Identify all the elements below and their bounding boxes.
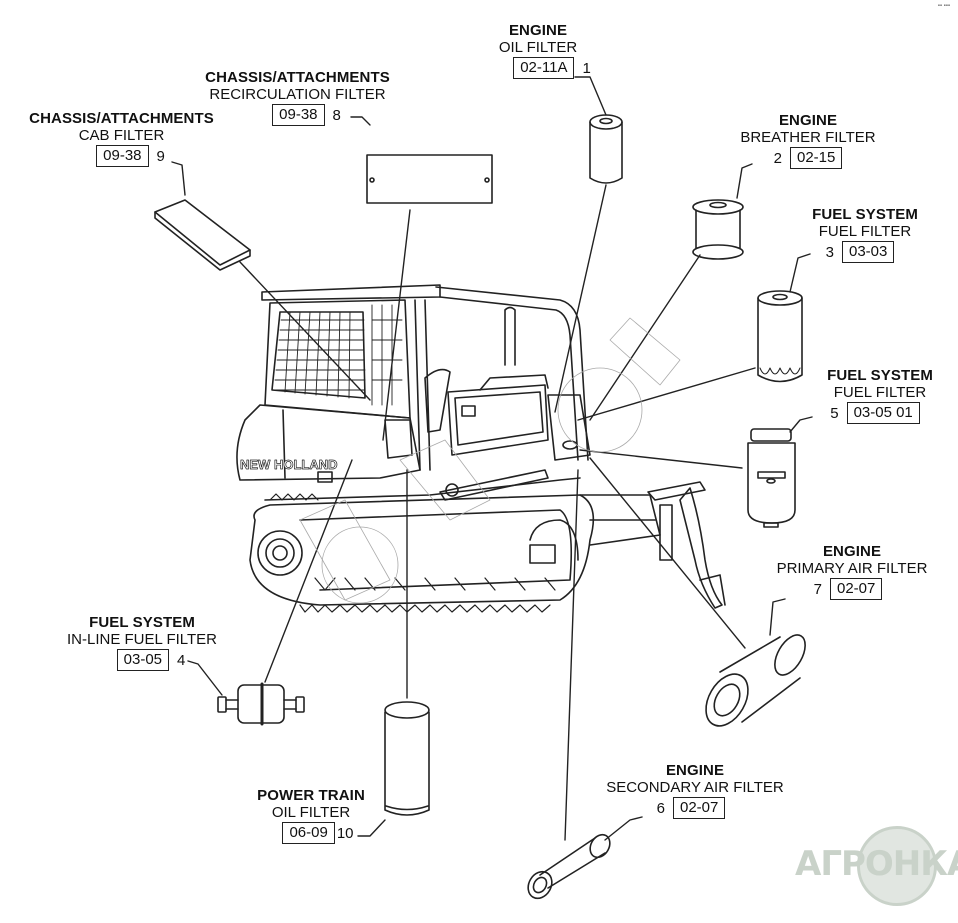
fuel-filter-part[interactable] xyxy=(757,290,803,383)
inline-fuel-filter-part[interactable] xyxy=(217,682,305,726)
logo-text: АГРОНКА xyxy=(795,844,958,884)
dozer-body: NEW HOLLAND xyxy=(236,284,726,613)
logo-circle-icon xyxy=(857,826,937,906)
callout-name: BREATHER FILTER xyxy=(740,129,876,146)
item-number: 3 xyxy=(825,243,834,261)
callout-system: POWER TRAIN xyxy=(257,787,365,804)
reference-number-box[interactable]: 09-38 xyxy=(96,145,149,167)
callout-name: OIL FILTER xyxy=(498,39,578,56)
callout-name: OIL FILTER xyxy=(271,804,351,821)
callout-name: FUEL FILTER xyxy=(818,223,912,240)
callout-system: FUEL SYSTEM xyxy=(89,614,195,631)
callout-chassis-recirculation-filter: CHASSIS/ATTACHMENTS RECIRCULATION FILTER… xyxy=(190,69,405,126)
item-number: 8 xyxy=(332,106,341,124)
reference-number-box[interactable]: 02-07 xyxy=(829,578,883,600)
item-number: 7 xyxy=(813,580,822,598)
callout-engine-secondary-air-filter: ENGINE SECONDARY AIR FILTER 6 02-07 xyxy=(590,762,800,819)
reference-number-box[interactable]: 03-05 xyxy=(116,649,170,671)
callout-system: ENGINE xyxy=(665,762,725,779)
brand-decal: NEW HOLLAND xyxy=(240,457,338,472)
item-number: 10 xyxy=(336,824,354,842)
item-number: 1 xyxy=(582,59,591,77)
callout-system: FUEL SYSTEM xyxy=(812,206,918,223)
callout-engine-oil-filter: ENGINE OIL FILTER 02-11A 1 xyxy=(478,22,598,79)
item-number: 9 xyxy=(156,147,165,165)
track-grousers xyxy=(269,493,556,613)
leader-lines xyxy=(171,76,813,841)
callout-name: IN-LINE FUEL FILTER xyxy=(66,631,218,648)
cab-filter-part[interactable] xyxy=(154,199,251,271)
callout-name: FUEL FILTER xyxy=(833,384,927,401)
callout-name: CAB FILTER xyxy=(78,127,165,144)
item-number: 2 xyxy=(773,149,782,167)
item-number: 4 xyxy=(177,651,186,669)
callout-system: CHASSIS/ATTACHMENTS xyxy=(205,69,390,86)
callout-chassis-cab-filter: CHASSIS/ATTACHMENTS CAB FILTER 09-38 9 xyxy=(14,110,229,167)
recirculation-filter-part[interactable] xyxy=(366,154,493,204)
reference-number-box[interactable]: 03-03 xyxy=(841,241,895,263)
watermark-logo: АГРОНКА xyxy=(795,826,958,906)
breather-filter-part[interactable] xyxy=(692,199,744,260)
watermark-overlay xyxy=(299,317,681,604)
fuel-filter-bowl-part[interactable] xyxy=(747,428,796,528)
callout-fuel-system-inline-fuel-filter: FUEL SYSTEM IN-LINE FUEL FILTER 03-05 4 xyxy=(52,614,232,671)
reference-number-box[interactable]: 03-05 01 xyxy=(846,402,920,424)
callout-engine-breather-filter: ENGINE BREATHER FILTER 2 02-15 xyxy=(728,112,888,169)
power-train-oil-filter-part[interactable] xyxy=(384,701,430,816)
item-number: 6 xyxy=(656,799,665,817)
callout-system: CHASSIS/ATTACHMENTS xyxy=(29,110,214,127)
reference-number-box[interactable]: 02-11A xyxy=(513,57,575,79)
callout-system: FUEL SYSTEM xyxy=(827,367,933,384)
reference-number-box[interactable]: 02-07 xyxy=(672,797,726,819)
primary-air-filter-part[interactable] xyxy=(697,630,811,733)
callout-name: SECONDARY AIR FILTER xyxy=(606,779,784,796)
callout-power-train-oil-filter: POWER TRAIN OIL FILTER 06-09 10 xyxy=(246,787,376,844)
callout-engine-primary-air-filter: ENGINE PRIMARY AIR FILTER 7 02-07 xyxy=(762,543,942,600)
callout-system: ENGINE xyxy=(778,112,838,129)
callout-name: RECIRCULATION FILTER xyxy=(209,86,386,103)
reference-number-box[interactable]: 02-15 xyxy=(789,147,843,169)
callout-fuel-system-fuel-filter-5: FUEL SYSTEM FUEL FILTER 5 03-05 01 xyxy=(820,367,940,424)
engine-oil-filter-part[interactable] xyxy=(589,114,623,184)
callout-system: ENGINE xyxy=(508,22,568,39)
secondary-air-filter-part[interactable] xyxy=(523,831,613,903)
callout-fuel-system-fuel-filter-3: FUEL SYSTEM FUEL FILTER 3 03-03 xyxy=(795,206,935,263)
item-number: 5 xyxy=(830,404,839,422)
corner-mark: ▪▪ ▪▪▪ xyxy=(937,3,950,9)
callout-name: PRIMARY AIR FILTER xyxy=(776,560,928,577)
reference-number-box[interactable]: 09-38 xyxy=(272,104,325,126)
callout-system: ENGINE xyxy=(822,543,882,560)
reference-number-box[interactable]: 06-09 xyxy=(282,822,335,844)
cab-mesh xyxy=(273,304,403,406)
